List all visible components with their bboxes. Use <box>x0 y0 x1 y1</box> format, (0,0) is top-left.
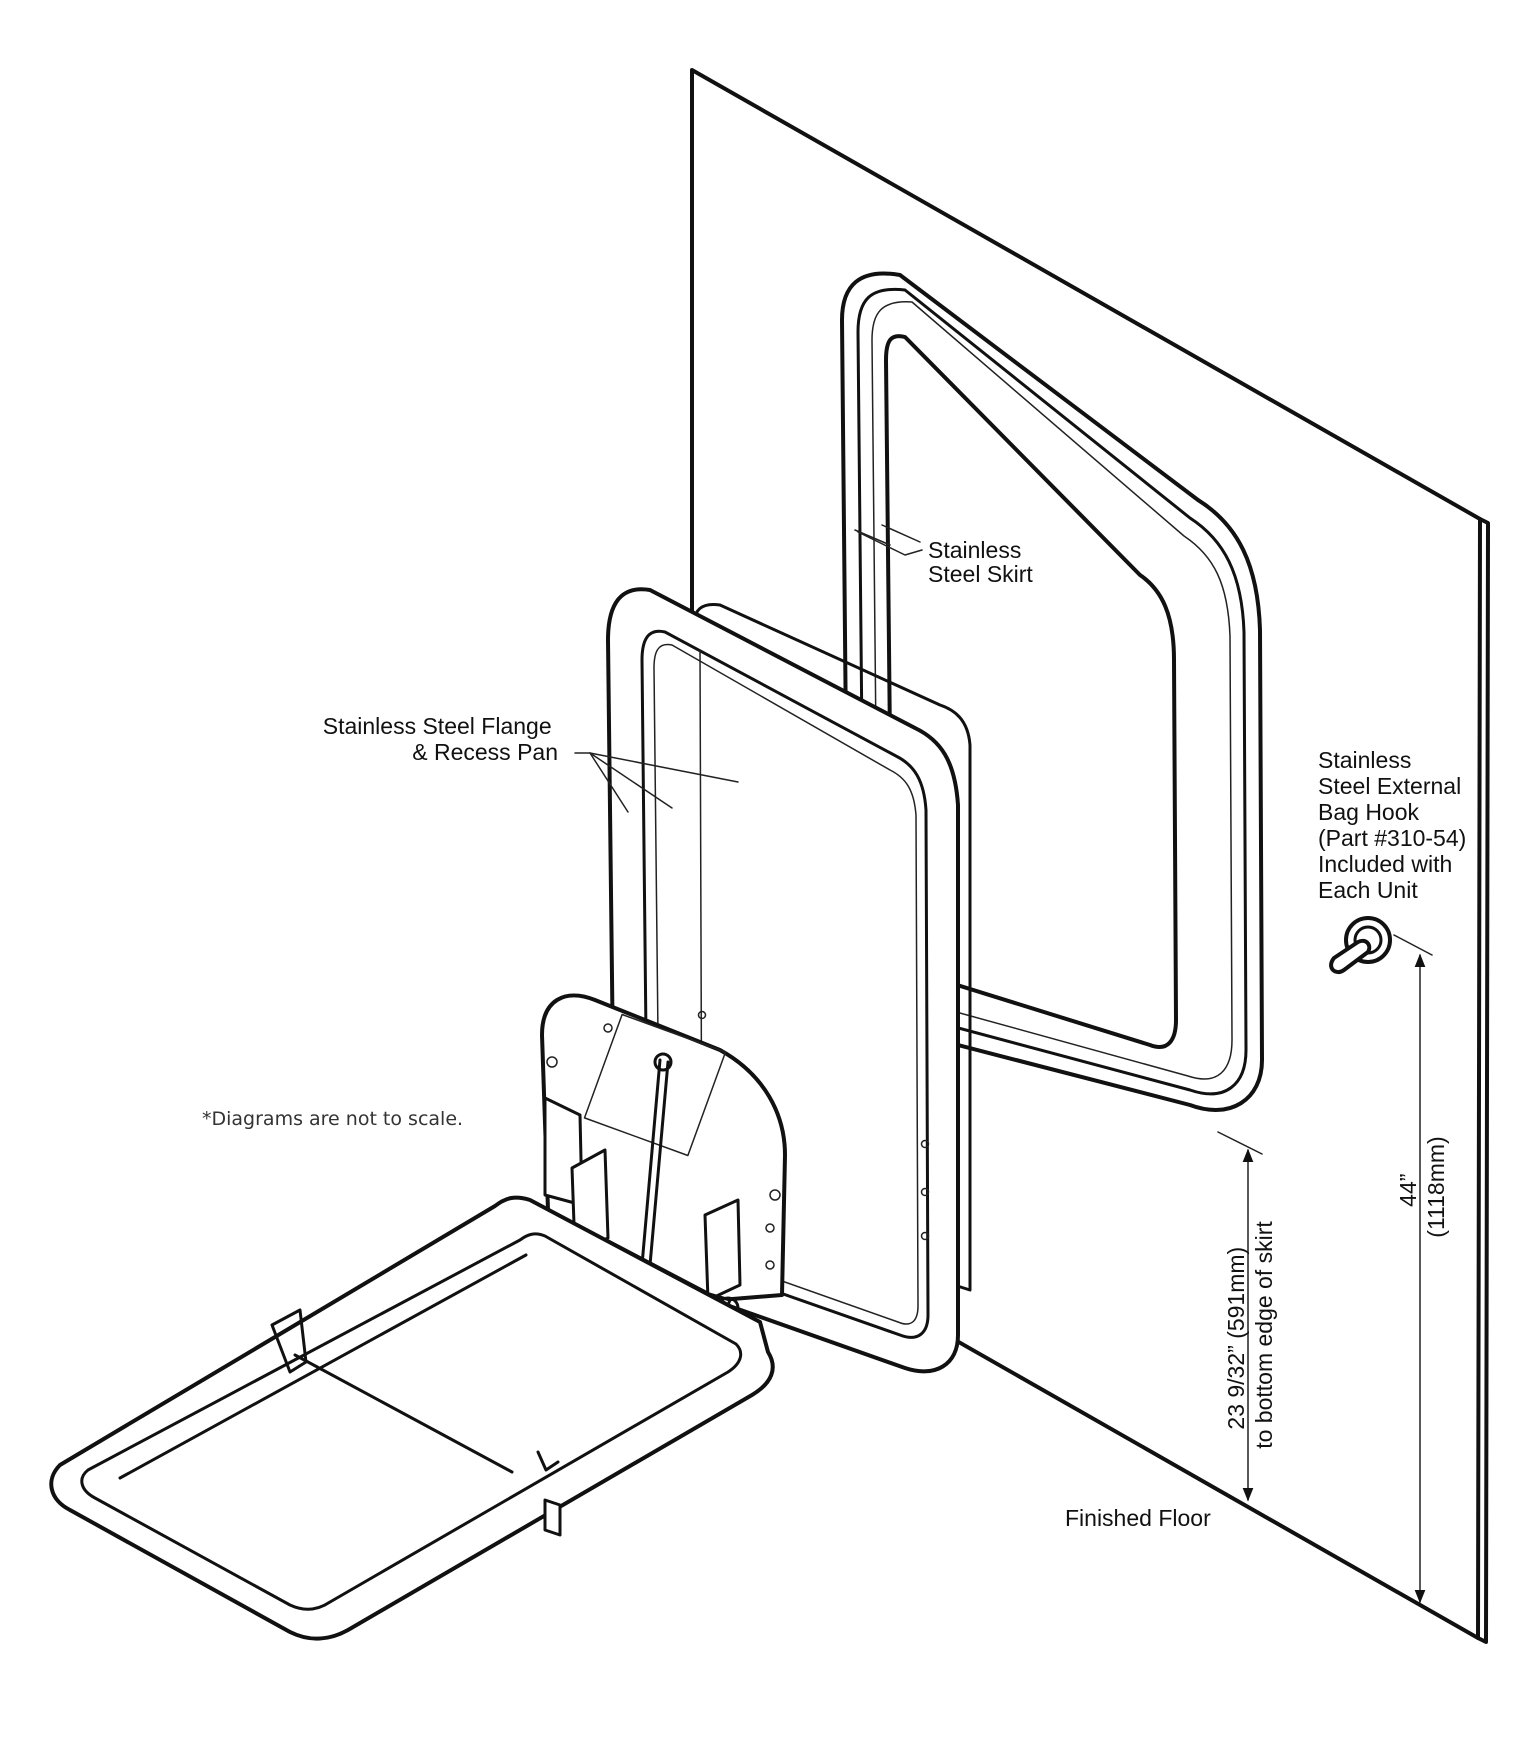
svg-text:44” (1118mm): 44” (1118mm) <box>1395 1136 1449 1237</box>
label-finished-floor: Finished Floor <box>1065 1505 1211 1531</box>
dimension-skirt-height <box>1217 1131 1263 1502</box>
dimension-hook-height <box>1393 934 1433 1604</box>
dimension-label-skirt: 23 9/32” (591mm) to bottom edge of skirt <box>1223 1221 1277 1449</box>
note-not-to-scale: *Diagrams are not to scale. <box>202 1108 463 1130</box>
svg-text:23 9/32” (591mm) to bott: 23 9/32” (591mm) to bottom edge of skirt <box>1223 1221 1277 1449</box>
changing-table-bed <box>49 1195 775 1641</box>
leader-lines <box>574 531 923 813</box>
dimension-label-hook: 44” (1118mm) <box>1395 1136 1449 1237</box>
label-skirt: Stainless Steel Skirt <box>928 537 1033 587</box>
label-flange: Stainless Steel Flange & Recess Pan <box>323 713 558 765</box>
label-bag-hook: Stainless Steel External Bag Hook (Part … <box>1318 747 1473 903</box>
bag-hook-icon <box>1329 916 1392 975</box>
